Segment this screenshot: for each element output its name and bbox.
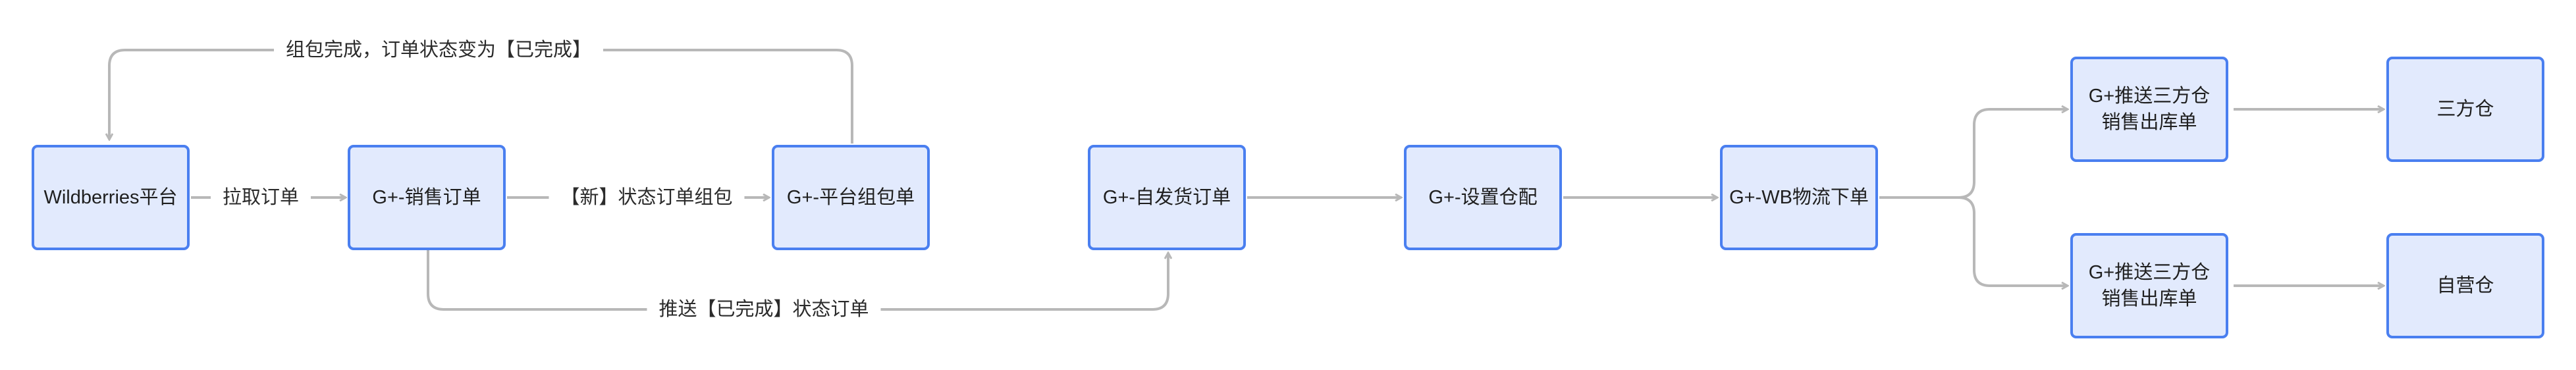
node-wildberries: Wildberries平台 <box>32 145 190 250</box>
node-push-third-b: G+推送三方仓销售出库单 <box>2070 233 2228 338</box>
node-set-warehouse: G+-设置仓配 <box>1404 145 1562 250</box>
label-push-completed: 推送【已完成】状态订单 <box>647 296 881 323</box>
label-pack-complete: 组包完成，订单状态变为【已完成】 <box>273 37 604 63</box>
edge-pack-complete <box>109 49 853 144</box>
node-own-warehouse: 自营仓 <box>2386 233 2544 338</box>
edge-logistics-to-push-b <box>1958 196 2068 286</box>
node-wb-logistics: G+-WB物流下单 <box>1720 145 1878 250</box>
label-pull-order: 拉取订单 <box>210 184 311 211</box>
node-third-warehouse: 三方仓 <box>2386 57 2544 162</box>
node-platform-pack: G+-平台组包单 <box>772 145 930 250</box>
edge-logistics-to-push-a <box>1879 109 2068 199</box>
node-push-third-a: G+推送三方仓销售出库单 <box>2070 57 2228 162</box>
label-new-status-pack: 【新】状态订单组包 <box>549 184 745 211</box>
node-self-ship: G+-自发货订单 <box>1088 145 1246 250</box>
node-sales-order: G+-销售订单 <box>348 145 506 250</box>
